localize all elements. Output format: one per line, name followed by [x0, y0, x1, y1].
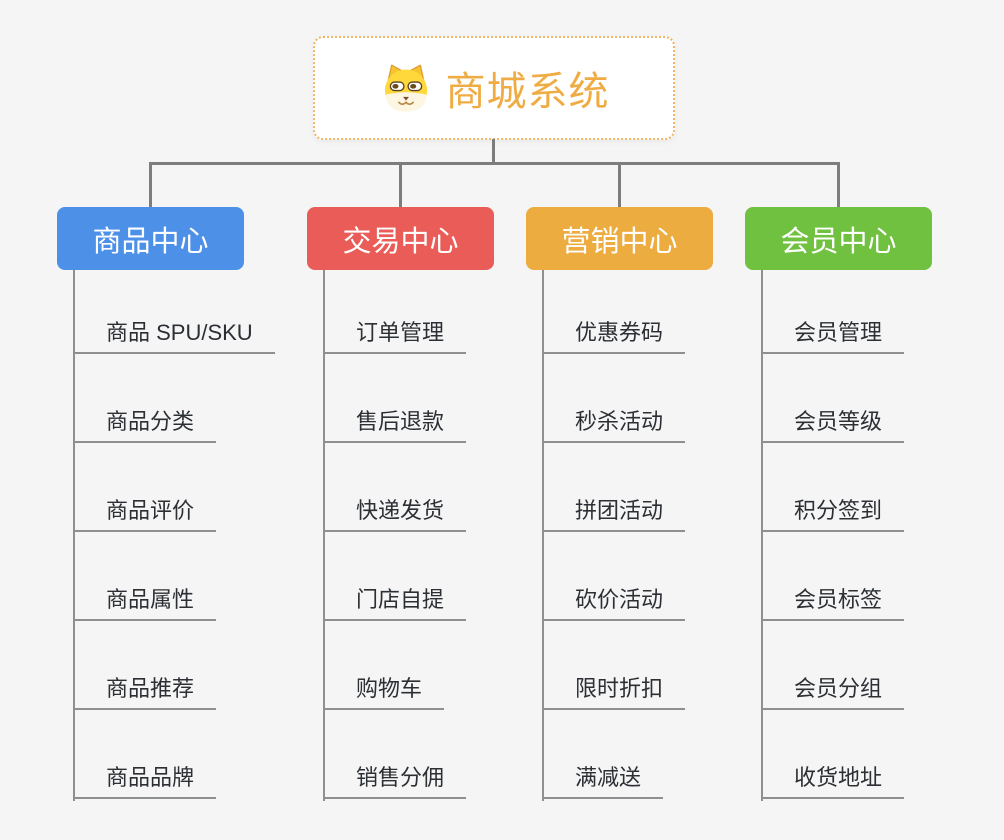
- shiba-dog-face-icon: [384, 64, 427, 112]
- mindmap-node[interactable]: 会员标签: [761, 587, 905, 621]
- branch-header-trade[interactable]: 交易中心: [307, 207, 494, 270]
- mindmap-node[interactable]: 限时折扣: [542, 676, 686, 710]
- mindmap-node[interactable]: 商品品牌: [73, 765, 217, 799]
- branch-trunk-line: [761, 270, 763, 801]
- mindmap-node[interactable]: 商品属性: [73, 587, 217, 621]
- mindmap-node[interactable]: 商品分类: [73, 409, 217, 443]
- mindmap-node[interactable]: 砍价活动: [542, 587, 686, 621]
- connector-drop-products: [149, 163, 152, 208]
- mindmap-node[interactable]: 会员等级: [761, 409, 905, 443]
- mindmap-node[interactable]: 积分签到: [761, 498, 905, 532]
- branch-trade: 交易中心 订单管理 售后退款 快递发货 门店自提 购物车 销售分佣: [307, 207, 557, 817]
- branch-products: 商品中心 商品 SPU/SKU 商品分类 商品评价 商品属性 商品推荐 商品品牌: [57, 207, 307, 817]
- branch-members: 会员中心 会员管理 会员等级 积分签到 会员标签 会员分组 收货地址: [745, 207, 995, 817]
- branch-trunk-line: [542, 270, 544, 801]
- mindmap-node[interactable]: 商品 SPU/SKU: [73, 320, 275, 354]
- connector-drop-members: [837, 163, 840, 208]
- root-node[interactable]: 商城系统: [313, 36, 675, 140]
- mindmap-node[interactable]: 会员分组: [761, 676, 905, 710]
- mindmap-node[interactable]: 门店自提: [323, 587, 467, 621]
- branch-header-products[interactable]: 商品中心: [57, 207, 244, 270]
- mindmap-node[interactable]: 购物车: [323, 676, 445, 710]
- mindmap-node[interactable]: 销售分佣: [323, 765, 467, 799]
- mindmap-node[interactable]: 收货地址: [761, 765, 905, 799]
- connector-bus: [149, 162, 840, 165]
- branch-trunk-line: [323, 270, 325, 801]
- branch-header-members[interactable]: 会员中心: [745, 207, 932, 270]
- mindmap-node[interactable]: 拼团活动: [542, 498, 686, 532]
- branch-marketing: 营销中心 优惠券码 秒杀活动 拼团活动 砍价活动 限时折扣 满减送: [526, 207, 776, 817]
- mindmap-node[interactable]: 商品评价: [73, 498, 217, 532]
- mindmap-node[interactable]: 优惠券码: [542, 320, 686, 354]
- connector-root-stem: [492, 139, 495, 164]
- root-title: 商城系统: [445, 70, 610, 114]
- mindmap-node[interactable]: 订单管理: [323, 320, 467, 354]
- connector-drop-trade: [399, 163, 402, 208]
- branch-header-marketing[interactable]: 营销中心: [526, 207, 713, 270]
- mindmap-node[interactable]: 会员管理: [761, 320, 905, 354]
- connector-drop-marketing: [618, 163, 621, 208]
- branch-trunk-line: [73, 270, 75, 801]
- mindmap-node[interactable]: 快递发货: [323, 498, 467, 532]
- mindmap-node[interactable]: 售后退款: [323, 409, 467, 443]
- mindmap-node[interactable]: 秒杀活动: [542, 409, 686, 443]
- mindmap-node[interactable]: 满减送: [542, 765, 664, 799]
- mindmap-node[interactable]: 商品推荐: [73, 676, 217, 710]
